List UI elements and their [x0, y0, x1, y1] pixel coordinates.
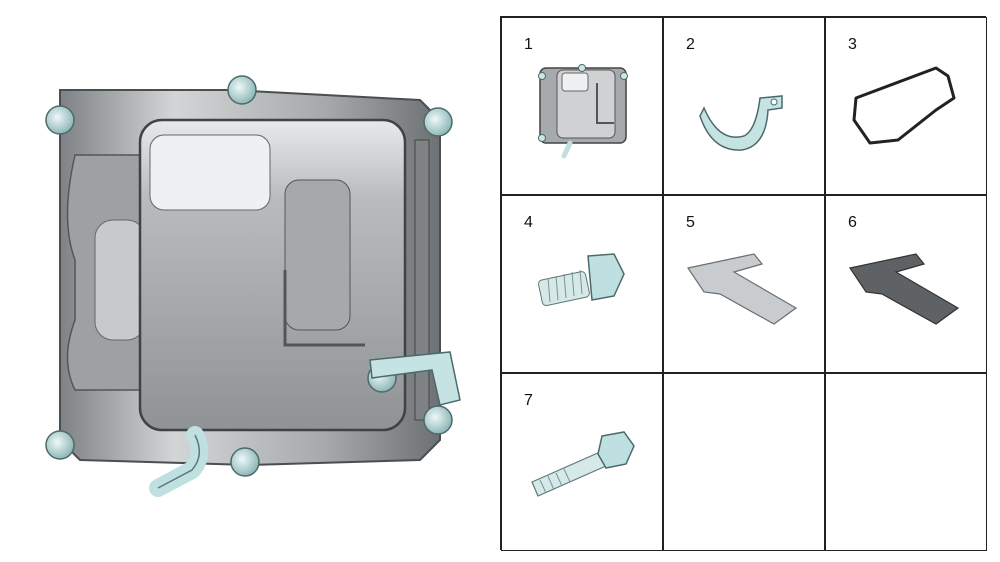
part-cell-7: 7: [501, 373, 663, 551]
part-cell-3: 3: [825, 17, 987, 195]
part-number: 5: [686, 214, 695, 231]
part-number: 7: [524, 392, 533, 409]
part-cell-4: 4: [501, 195, 663, 373]
part-number: 4: [524, 214, 533, 231]
part-cell-1: 1: [501, 17, 663, 195]
part-cell-empty: [825, 373, 987, 551]
flange-bolt-short-icon: [538, 253, 625, 307]
part-number: 1: [524, 36, 533, 53]
flange-bolt-long-icon: [531, 431, 635, 497]
plate-dark-icon: [849, 253, 960, 325]
part-number: 6: [848, 214, 857, 231]
oil-pan-assembly-illustration: [45, 75, 461, 497]
gasket-icon: [852, 66, 956, 145]
bracket-clip-icon: [699, 95, 783, 151]
parts-grid: 1 2 3 4: [500, 16, 987, 551]
part-cell-empty: [663, 373, 825, 551]
part-cell-5: 5: [663, 195, 825, 373]
part-cell-6: 6: [825, 195, 987, 373]
plate-light-icon: [687, 253, 798, 325]
part-number: 3: [848, 36, 857, 53]
oil-pan-icon: [538, 64, 628, 159]
part-cell-2: 2: [663, 17, 825, 195]
part-number: 2: [686, 36, 695, 53]
